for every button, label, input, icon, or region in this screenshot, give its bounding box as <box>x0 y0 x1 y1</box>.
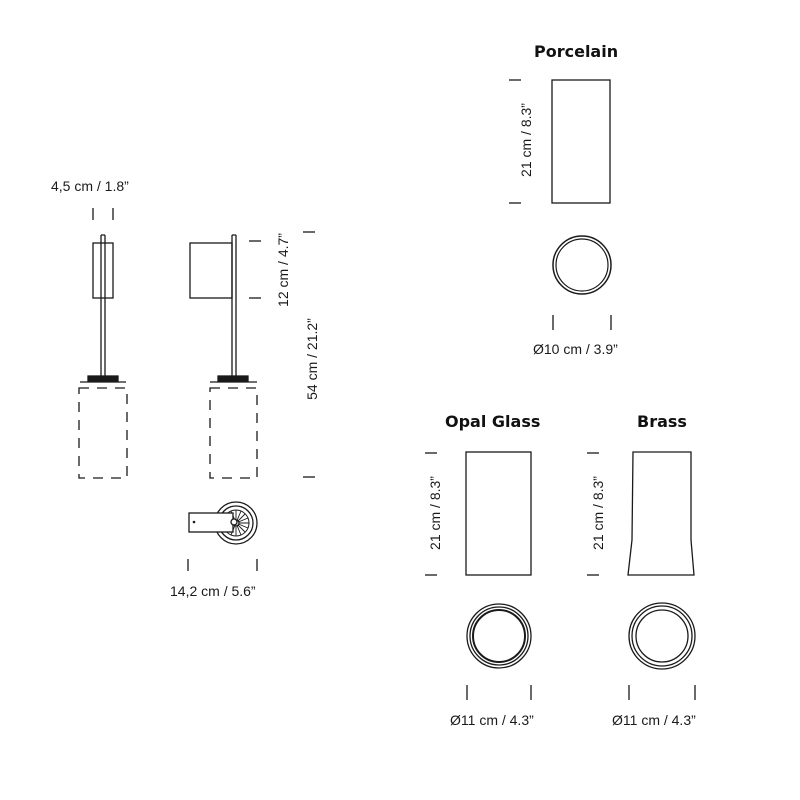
opal-glass-height-label: 21 cm / 8.3” <box>427 476 443 550</box>
lamp-top-view <box>187 501 258 571</box>
opal-glass-title: Opal Glass <box>445 412 541 431</box>
opal-glass-shade-drawing <box>425 451 532 700</box>
porcelain-shade-drawing <box>509 79 612 330</box>
shade-height-label: 12 cm / 4.7” <box>275 233 291 307</box>
porcelain-diameter-label: Ø10 cm / 3.9” <box>533 341 618 357</box>
lamp-side-view <box>189 231 315 479</box>
lamp-front-view <box>78 208 128 479</box>
opal-glass-diameter-label: Ø11 cm / 4.3” <box>450 712 534 728</box>
total-height-label: 54 cm / 21.2” <box>304 318 320 400</box>
front-width-label: 4,5 cm / 1.8” <box>51 178 129 194</box>
porcelain-height-label: 21 cm / 8.3” <box>518 103 534 177</box>
porcelain-title: Porcelain <box>534 42 619 61</box>
brass-title: Brass <box>637 412 687 431</box>
brass-height-label: 21 cm / 8.3” <box>590 476 606 550</box>
brass-shade-drawing <box>587 451 696 700</box>
base-diameter-label: 14,2 cm / 5.6” <box>170 583 256 599</box>
brass-diameter-label: Ø11 cm / 4.3” <box>612 712 696 728</box>
